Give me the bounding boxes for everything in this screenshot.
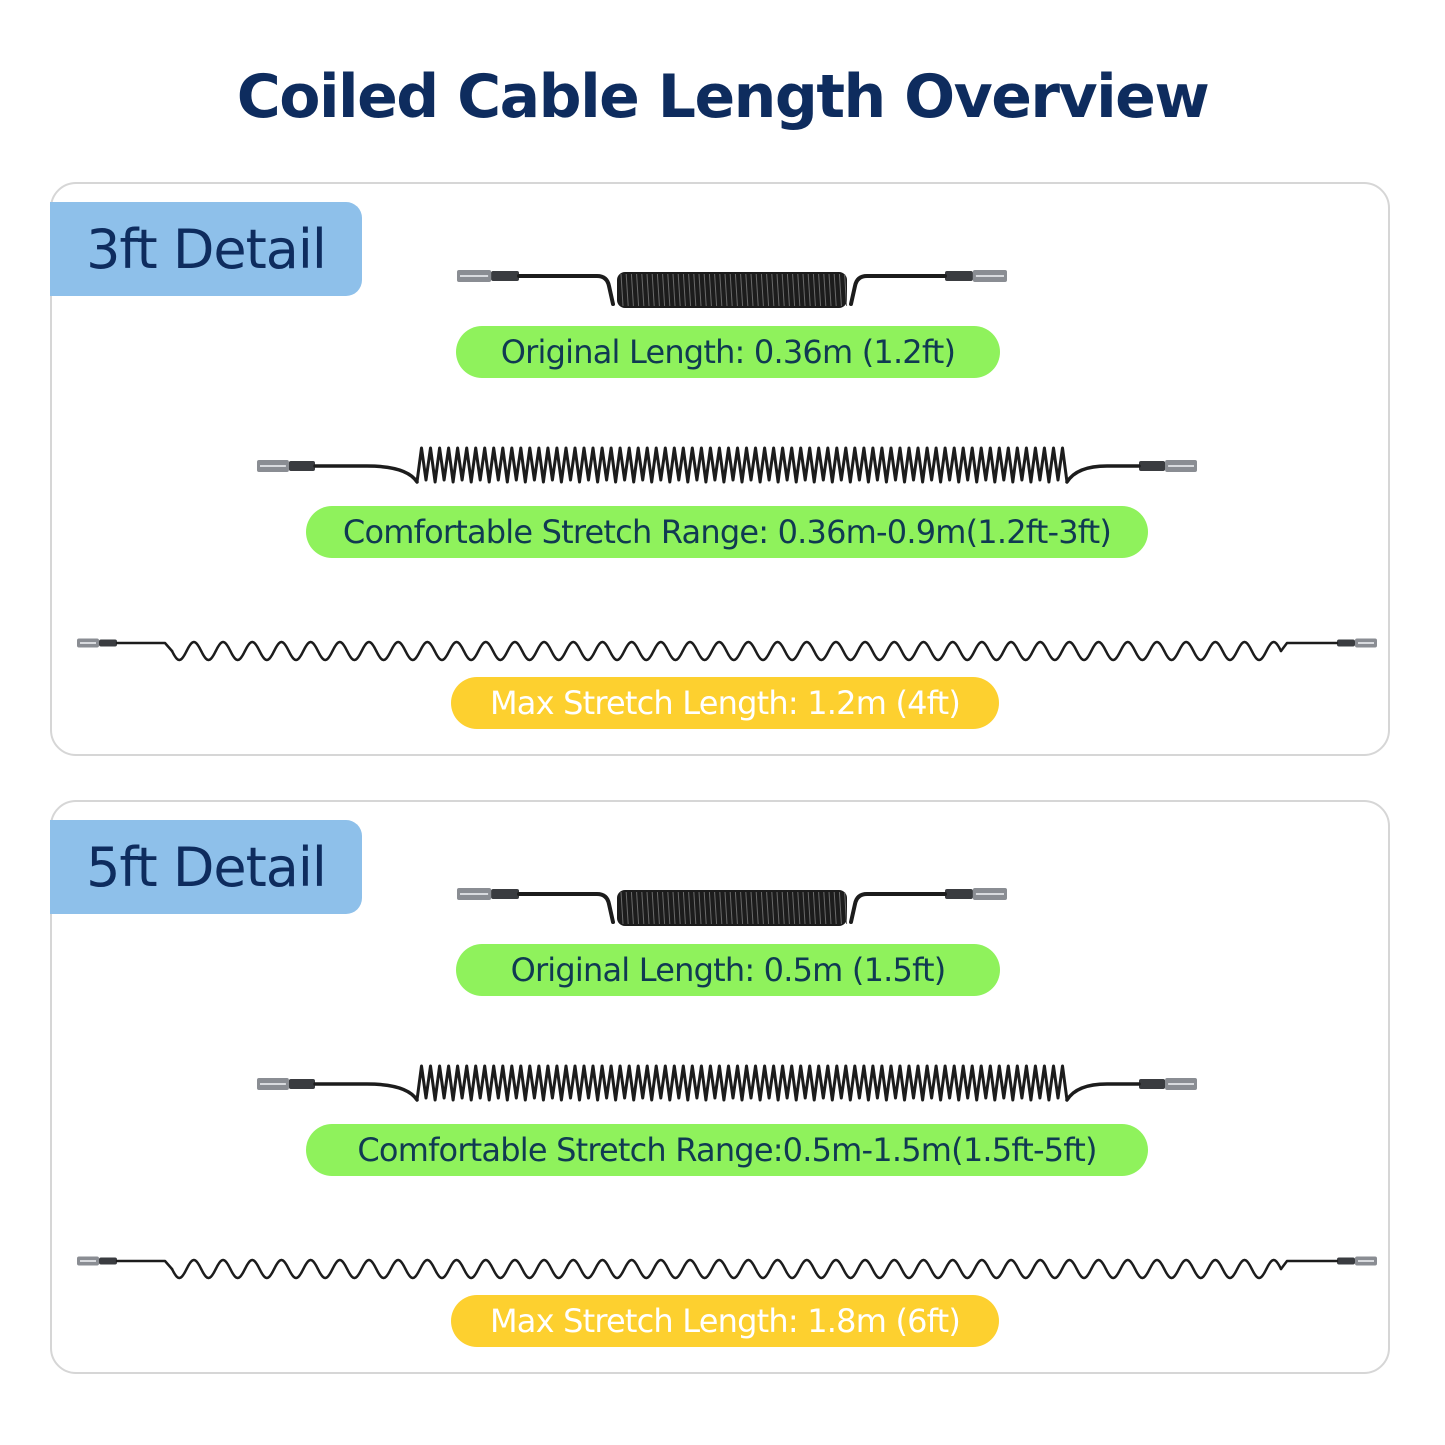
cable-path	[313, 464, 419, 484]
usb-c-plug-icon	[1337, 1256, 1377, 1266]
cable-coiled-icon	[457, 888, 1007, 926]
usb-a-plug-icon	[457, 270, 519, 282]
panel-5ft-detail: 5ft Detail Original Length: 0.5m (1.5ft)…	[50, 800, 1390, 1374]
coil-block	[617, 272, 848, 308]
usb-a-plug-icon	[257, 1078, 315, 1090]
cable-max-stretch-icon	[77, 638, 1377, 662]
coil-block	[617, 890, 848, 926]
usb-c-plug-icon	[945, 888, 1007, 900]
cable-path	[415, 446, 1069, 484]
usb-a-plug-icon	[457, 888, 519, 900]
cable-path	[1065, 464, 1141, 484]
cable-path	[1279, 1259, 1339, 1271]
comfortable-stretch-label: Comfortable Stretch Range: 0.36m-0.9m(1.…	[306, 506, 1148, 558]
cable-path	[115, 641, 174, 653]
cable-path	[517, 892, 615, 924]
comfortable-stretch-label: Comfortable Stretch Range:0.5m-1.5m(1.5f…	[306, 1124, 1148, 1176]
cable-comfortable-stretch-icon	[257, 1064, 1197, 1102]
max-stretch-label: Max Stretch Length: 1.2m (4ft)	[451, 677, 999, 729]
cable-comfortable-stretch-icon	[257, 446, 1197, 484]
page-title: Coiled Cable Length Overview	[236, 62, 1210, 132]
usb-a-plug-icon	[257, 460, 315, 472]
usb-a-plug-icon	[77, 1256, 117, 1266]
original-length-label: Original Length: 0.5m (1.5ft)	[456, 944, 1000, 996]
cable-coiled-icon	[457, 270, 1007, 308]
cable-path	[170, 640, 1283, 662]
usb-c-plug-icon	[945, 270, 1007, 282]
usb-c-plug-icon	[1139, 1078, 1197, 1090]
cable-path	[1279, 641, 1339, 653]
usb-c-plug-icon	[1337, 638, 1377, 648]
cable-path	[849, 892, 947, 924]
panel-tag: 5ft Detail	[50, 820, 362, 914]
max-stretch-label: Max Stretch Length: 1.8m (6ft)	[451, 1295, 999, 1347]
cable-path	[849, 274, 947, 306]
original-length-label: Original Length: 0.36m (1.2ft)	[456, 326, 1000, 378]
usb-a-plug-icon	[77, 638, 117, 648]
cable-path	[517, 274, 615, 306]
cable-path	[415, 1064, 1069, 1102]
cable-path	[1065, 1082, 1141, 1102]
cable-max-stretch-icon	[77, 1256, 1377, 1280]
usb-c-plug-icon	[1139, 460, 1197, 472]
panel-tag: 3ft Detail	[50, 202, 362, 296]
cable-path	[313, 1082, 419, 1102]
cable-path	[170, 1258, 1283, 1280]
panel-3ft-detail: 3ft Detail Original Length: 0.36m (1.2ft…	[50, 182, 1390, 756]
cable-path	[115, 1259, 174, 1271]
